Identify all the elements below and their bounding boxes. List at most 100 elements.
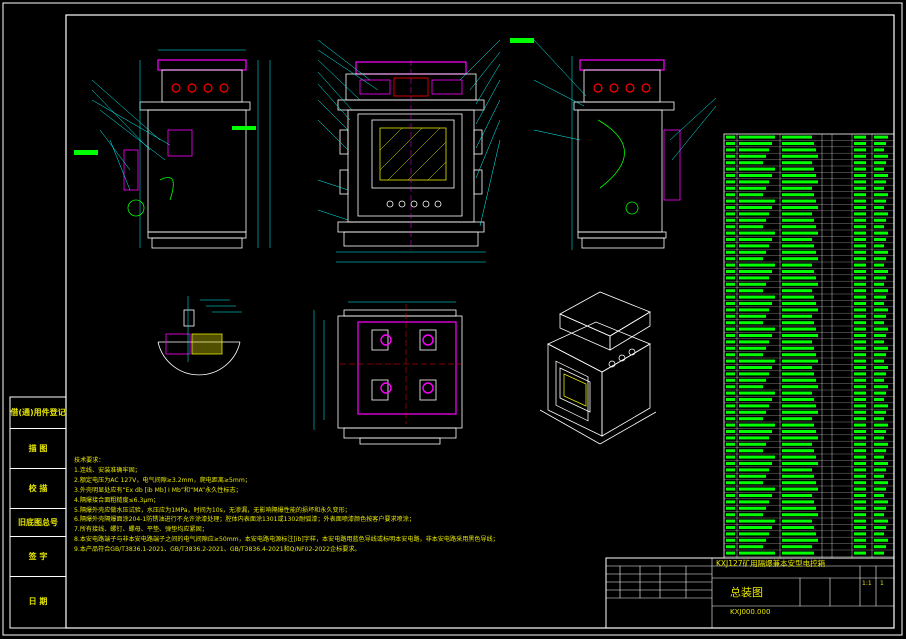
parts-row-text — [874, 410, 886, 414]
parts-row-text — [739, 372, 769, 376]
title-block — [605, 557, 895, 629]
parts-row-text — [739, 506, 766, 510]
parts-row-text — [782, 154, 818, 158]
parts-row-text — [782, 276, 816, 280]
parts-row-text — [854, 334, 866, 337]
parts-row-text — [782, 474, 814, 478]
parts-row-text — [874, 244, 884, 248]
parts-row-text — [854, 551, 866, 555]
parts-row-text — [782, 308, 818, 312]
parts-row-text — [854, 487, 866, 491]
parts-row-text — [874, 263, 884, 267]
parts-row-text — [874, 282, 884, 286]
parts-row-text — [874, 462, 888, 465]
parts-row-text — [739, 321, 763, 325]
parts-row-text — [726, 231, 735, 235]
parts-row-text — [782, 295, 814, 299]
parts-row-text — [739, 257, 763, 261]
parts-row-text — [782, 250, 816, 254]
parts-row-text — [739, 148, 769, 152]
parts-row-text — [854, 289, 866, 293]
parts-row-text — [726, 314, 735, 318]
parts-row-text — [874, 327, 888, 331]
parts-row-text — [874, 506, 886, 510]
parts-row-text — [854, 519, 866, 523]
parts-row-text — [782, 257, 818, 261]
technical-note-line: 6.隔爆外壳隔爆面涂204-1防锈油进行不允许涂漆处理；腔体内表面涂1301或1… — [74, 516, 415, 524]
parts-row-text — [874, 238, 886, 241]
parts-row-text — [854, 142, 866, 145]
parts-row-text — [726, 270, 735, 273]
parts-row-text — [874, 334, 886, 337]
parts-row-text — [874, 174, 888, 177]
parts-row-text — [726, 327, 735, 331]
parts-row-text — [874, 513, 884, 517]
parts-row-text — [782, 142, 814, 145]
parts-row-text — [854, 148, 866, 152]
parts-row-text — [726, 500, 735, 504]
parts-row-text — [726, 334, 735, 337]
parts-row-text — [782, 225, 816, 229]
parts-row-text — [739, 276, 769, 280]
parts-row-text — [739, 250, 766, 254]
parts-row-text — [854, 359, 866, 363]
parts-row-text — [782, 436, 818, 440]
parts-row-text — [854, 250, 866, 254]
parts-row-text — [739, 334, 772, 337]
parts-row-text — [739, 308, 769, 312]
side-label-old-number: 旧底图总号 — [10, 508, 66, 537]
parts-row-text — [739, 327, 775, 331]
parts-row-text — [739, 161, 763, 165]
parts-row-text — [739, 526, 772, 529]
technical-notes: 技术要求： 1.连线、安装准确牢固； 2.额定电压为AC 127V，电气间隙≥3… — [74, 456, 499, 555]
parts-row-text — [739, 193, 763, 197]
parts-row-text — [874, 276, 886, 280]
parts-row-text — [782, 289, 812, 293]
parts-row-text — [874, 526, 886, 529]
parts-row-text — [726, 161, 735, 165]
parts-row-text — [874, 442, 888, 446]
parts-row-text — [726, 199, 735, 203]
parts-row-text — [874, 378, 884, 382]
top-view — [313, 301, 463, 445]
parts-row-text — [874, 436, 884, 440]
parts-row-text — [726, 359, 735, 363]
parts-row-text — [726, 225, 735, 229]
parts-row-text — [726, 474, 735, 478]
parts-row-text — [874, 212, 888, 216]
parts-row-text — [739, 462, 772, 465]
parts-row-text — [874, 167, 884, 171]
parts-row-text — [854, 430, 866, 433]
left-side-view — [123, 49, 271, 249]
parts-row-text — [874, 206, 884, 209]
parts-row-text — [739, 532, 769, 536]
parts-row-text — [854, 500, 866, 504]
parts-row-text — [782, 327, 816, 331]
parts-row-text — [739, 430, 772, 433]
parts-row-text — [726, 366, 735, 369]
parts-row-text — [874, 154, 888, 158]
parts-row-text — [782, 238, 812, 241]
parts-row-text — [854, 538, 866, 542]
parts-row-text — [854, 212, 866, 216]
parts-row-text — [726, 378, 735, 382]
parts-row-text — [739, 135, 775, 139]
parts-row-text — [726, 250, 735, 254]
parts-row-text — [726, 212, 735, 216]
parts-row-text — [854, 455, 866, 459]
parts-row-text — [739, 398, 772, 401]
parts-row-text — [854, 398, 866, 401]
parts-row-text — [726, 481, 735, 485]
drawing-number: KXJ000.000 — [730, 608, 771, 616]
parts-row-text — [726, 302, 735, 305]
parts-row-text — [726, 353, 735, 357]
technical-note-line: 4.隔爆接合面粗糙度≤6.3μm； — [74, 496, 160, 504]
parts-row-text — [874, 250, 888, 254]
parts-row-text — [782, 148, 816, 152]
parts-row-text — [739, 545, 763, 549]
parts-row-text — [782, 244, 814, 248]
parts-row-text — [739, 142, 772, 145]
parts-row-text — [739, 231, 775, 235]
parts-row-text — [854, 302, 866, 305]
parts-row-text — [739, 410, 766, 414]
